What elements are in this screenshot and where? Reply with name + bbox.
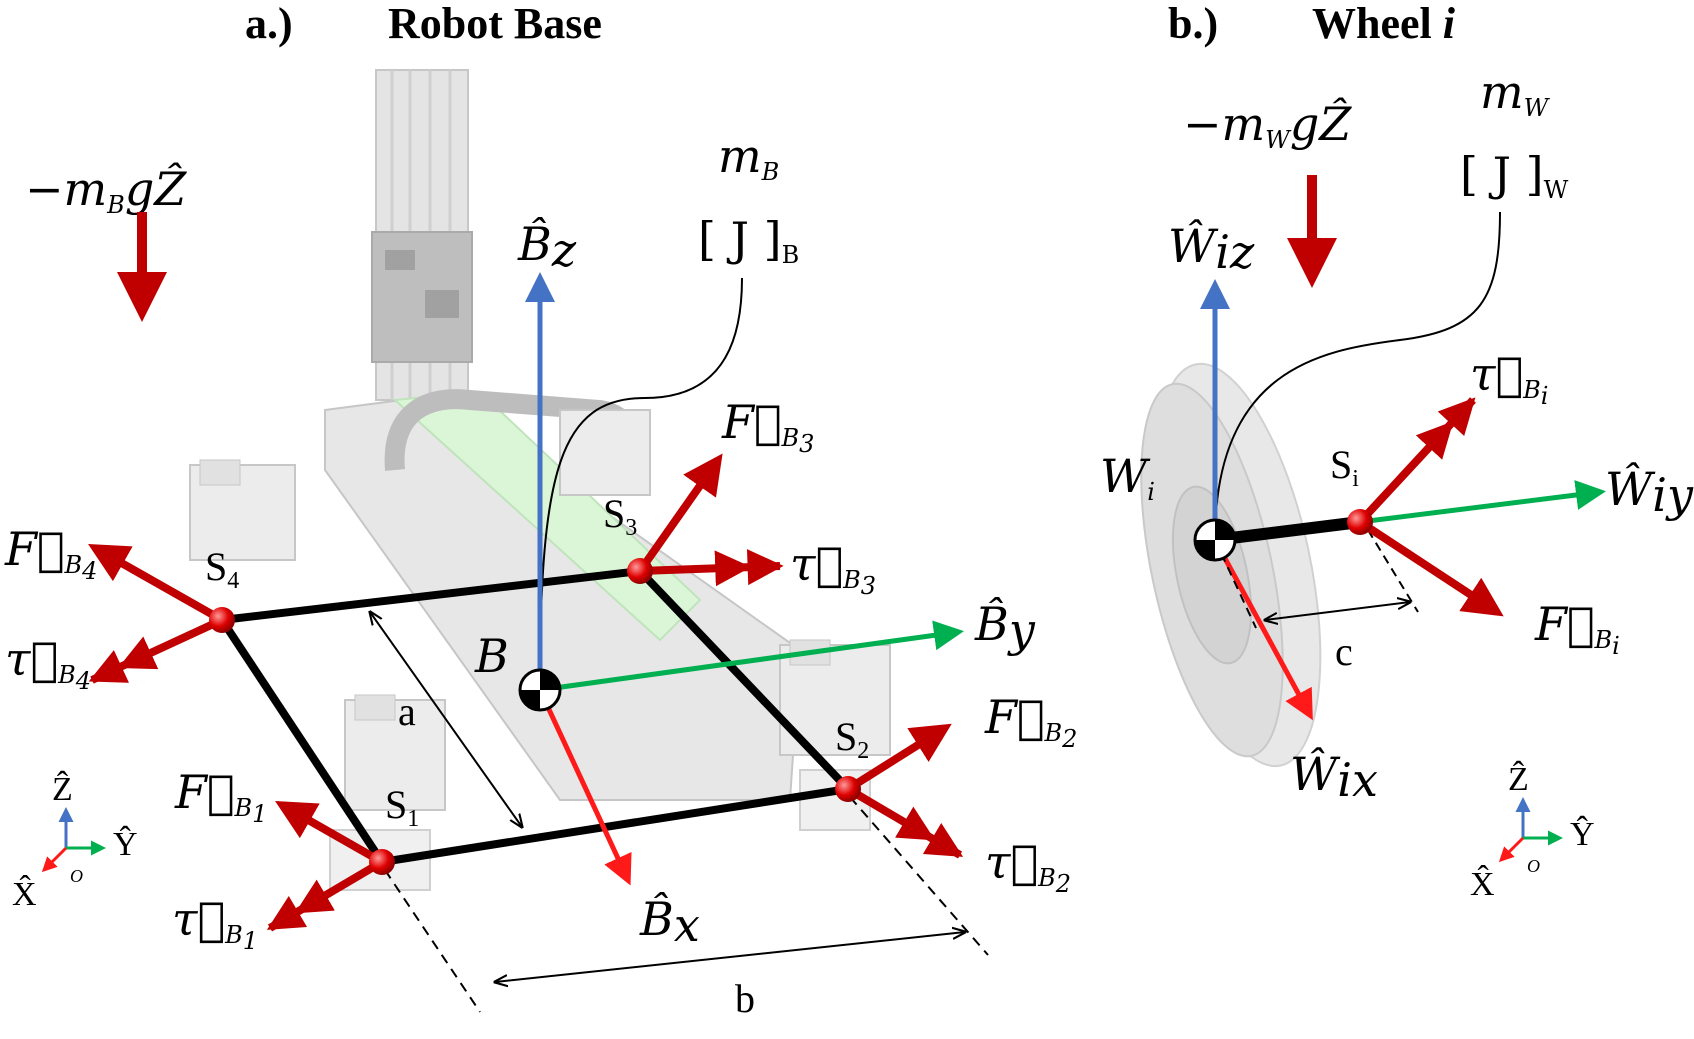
wheel-center-of-mass-icon: [1193, 518, 1237, 562]
world-x-label: X̂: [12, 874, 37, 913]
force-b3-label: F⃗B3: [721, 395, 814, 458]
base-gravity-label: −mBgẐ: [25, 161, 187, 219]
wheel-inertia-label: [ J ]W: [1460, 147, 1569, 204]
wheel-gravity-label: −mWgẐ: [1183, 96, 1352, 154]
dimension-b-label: b: [735, 976, 755, 1021]
force-b2-arrow: [845, 723, 952, 793]
force-b4-arrow: [88, 544, 224, 624]
base-y-axis: [539, 620, 964, 693]
world-frame-right: Ẑ Ŷ X̂ O: [1470, 761, 1595, 903]
wheel-illustration: [1140, 362, 1322, 768]
node-s1-label: S1: [385, 782, 419, 832]
force-bi-arrow: [1357, 518, 1504, 617]
node-s4-label: S4: [205, 544, 239, 594]
torque-b2-arrow: [845, 785, 964, 859]
node-s4: [209, 607, 235, 633]
torque-b4-arrow: [88, 616, 224, 684]
force-b2-label: F⃗B2: [984, 690, 1077, 753]
torque-b4-label: τ⃗B4: [5, 632, 91, 695]
base-frame: [218, 567, 851, 866]
base-y-label: B̂y: [974, 597, 1036, 657]
wheel-leader-line: [1214, 211, 1501, 541]
force-b4-label: F⃗B4: [4, 522, 97, 585]
force-b1-arrow: [275, 801, 384, 866]
wheel-origin-label: Wi: [1100, 449, 1155, 506]
panel-a-title: Robot Base: [388, 0, 602, 48]
wheel-axle: [1214, 516, 1361, 546]
torque-b2-label: τ⃗B2: [985, 835, 1071, 898]
node-s3-label: S3: [603, 491, 637, 541]
torque-bi-label: τ⃗Bi: [1470, 347, 1548, 410]
world-x-label-right: X̂: [1470, 864, 1495, 903]
force-b1-label: F⃗B1: [174, 765, 267, 828]
base-origin-label: B: [474, 629, 509, 683]
panel-b-label: b.): [1168, 0, 1218, 48]
torque-b3-label: τ⃗B3: [790, 537, 876, 600]
world-z-label: Ẑ: [52, 771, 73, 808]
dimension-a-arrow: [370, 612, 522, 827]
wheel-x-axis: [1212, 538, 1313, 721]
node-s2: [835, 776, 861, 802]
wheel-x-label: Ŵix: [1290, 746, 1378, 807]
wheel-mass-label: mW: [1480, 65, 1551, 122]
world-z-label-right: Ẑ: [1508, 761, 1529, 798]
dimension-b-guide-left: [384, 869, 481, 1013]
wheel-y-axis: [1359, 480, 1606, 525]
dimension-a-label: a: [398, 689, 416, 734]
world-origin-label: O: [70, 866, 83, 886]
dimension-b-arrow: [495, 932, 965, 982]
dimension-c-arrow: [1265, 602, 1410, 620]
world-y-label: Ŷ: [113, 826, 138, 863]
base-mass-label: mB: [718, 129, 779, 186]
base-x-axis: [537, 688, 632, 886]
world-y-label-right: Ŷ: [1570, 816, 1595, 853]
node-si: [1347, 509, 1373, 535]
base-leader-line: [539, 277, 743, 691]
world-frame-left: Ẑ Ŷ X̂ O: [12, 771, 138, 913]
node-si-label: Si: [1330, 442, 1359, 492]
wheel-z-label: Ŵiz: [1168, 218, 1255, 279]
torque-b1-label: τ⃗B1: [172, 892, 258, 955]
dimension-c-label: c: [1335, 629, 1353, 674]
force-bi-label: F⃗Bi: [1534, 597, 1620, 660]
wheel-y-label: Ŵiy: [1605, 461, 1694, 522]
torque-b1-arrow: [266, 858, 385, 932]
world-origin-label-right: O: [1527, 856, 1540, 876]
base-inertia-label: [ J ]B: [698, 212, 799, 269]
base-x-label: B̂x: [639, 892, 700, 952]
base-z-label: B̂z: [517, 217, 577, 277]
panel-b-title: Wheel i: [1312, 0, 1456, 48]
node-s3: [627, 558, 653, 584]
panel-a-label: a.): [245, 0, 293, 48]
torque-b3-arrow: [639, 549, 784, 587]
base-center-of-mass-icon: [518, 668, 562, 712]
torque-bi-arrow: [1357, 397, 1476, 525]
node-s1: [369, 849, 395, 875]
node-s2-label: S2: [835, 714, 869, 764]
dimension-b-guide-right: [849, 796, 989, 956]
force-b3-arrow: [636, 453, 723, 574]
